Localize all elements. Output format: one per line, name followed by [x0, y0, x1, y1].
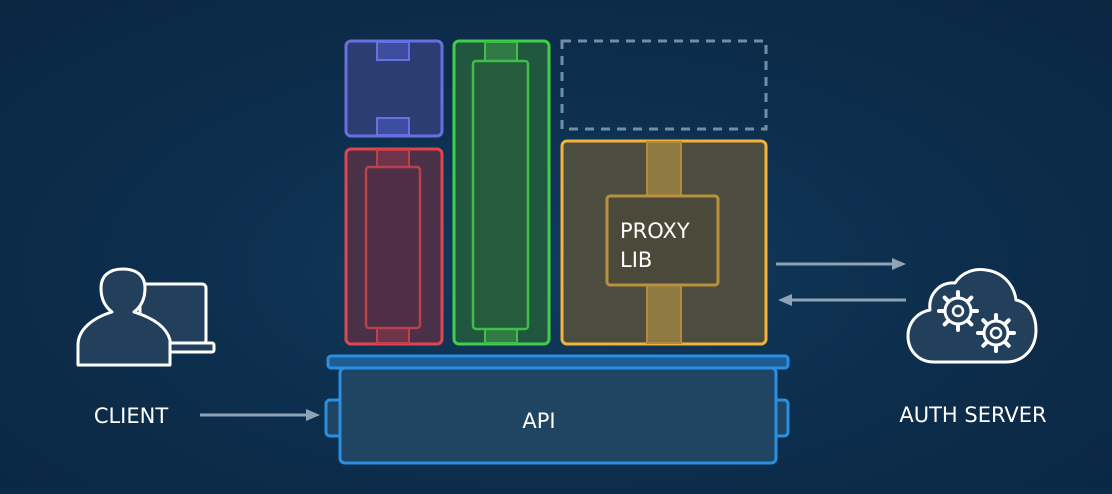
blue-module-bottom-connector: [376, 117, 410, 136]
gear-icon-large: [937, 290, 979, 332]
proxy-lib-label-line1: PROXY: [620, 219, 690, 243]
empty-slot-placeholder: [560, 39, 768, 131]
green-module: [452, 39, 551, 346]
client-label: CLIENT: [94, 404, 169, 428]
blue-module-top-connector: [376, 41, 410, 61]
arrow-proxy-to-auth: [776, 258, 906, 270]
api-platform: API: [324, 354, 790, 465]
arrow-auth-to-proxy: [778, 294, 906, 306]
api-box: [338, 366, 778, 465]
red-module: [344, 147, 444, 346]
arrow-client-to-api: [200, 409, 320, 421]
auth-server-label: AUTH SERVER: [899, 403, 1046, 427]
user-laptop-icon: [76, 267, 216, 367]
proxy-module-bottom-connector: [646, 284, 682, 344]
blue-module: [344, 39, 444, 138]
green-module-top-connector: [484, 41, 518, 63]
proxy-lib-label-line2: LIB: [620, 248, 652, 272]
proxy-module-top-connector: [646, 141, 682, 198]
gear-icon-small: [976, 313, 1016, 353]
red-module-top-connector: [376, 149, 410, 169]
proxy-lib-box: [605, 194, 720, 287]
green-module-inner: [471, 59, 530, 331]
api-lid: [326, 354, 790, 370]
red-module-inner: [364, 165, 422, 330]
red-module-bottom-connector: [376, 326, 410, 344]
api-label: API: [522, 409, 555, 433]
cloud-gears-icon: [906, 268, 1038, 364]
proxy-module: PROXY LIB: [560, 139, 768, 346]
